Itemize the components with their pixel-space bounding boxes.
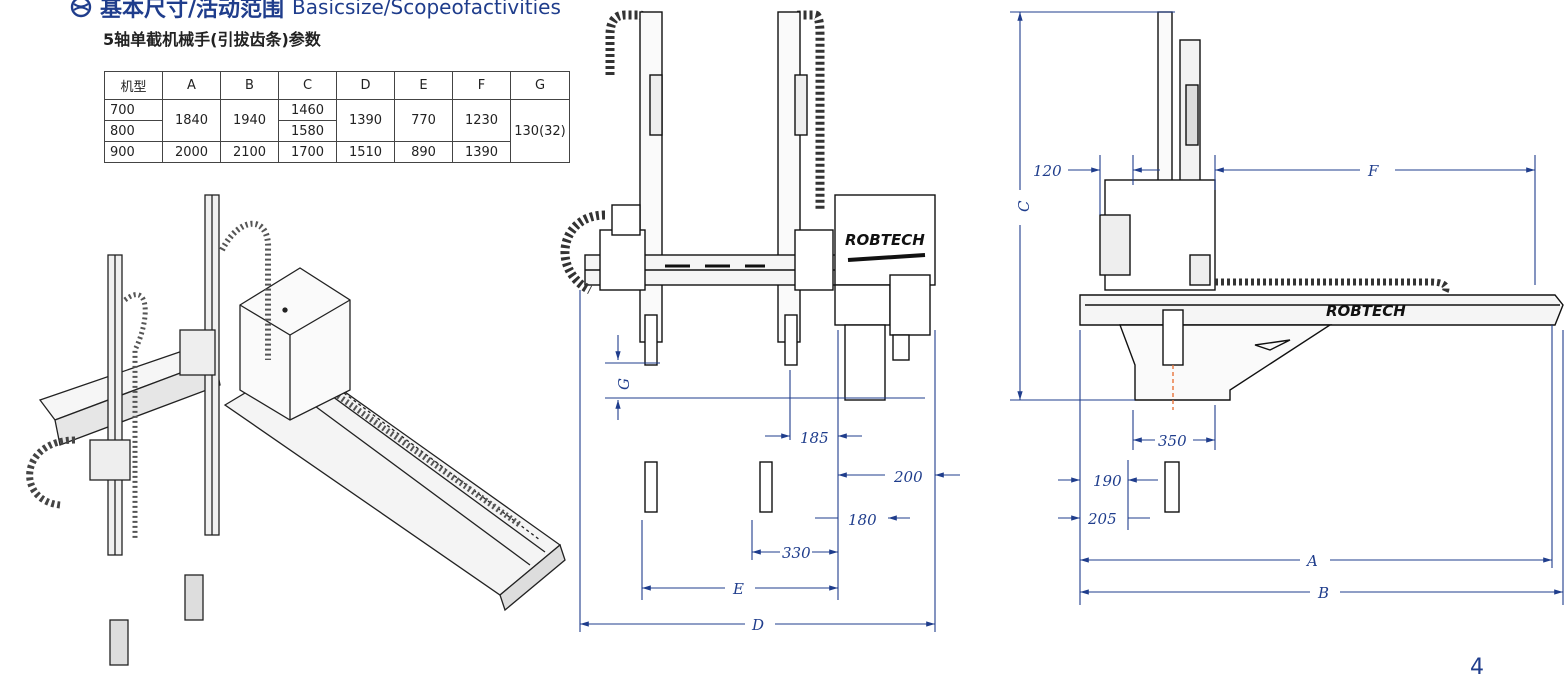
- table-row: 900 2000 2100 1700 1510 890 1390: [104, 141, 570, 163]
- column-header-b: B: [220, 71, 279, 100]
- dim-b-label: B: [1317, 584, 1329, 602]
- column-header-c: C: [278, 71, 337, 100]
- globe-icon: [70, 0, 92, 18]
- page-header: 基本尺寸/活动范围 Basicsize/Scopeofactivities 5轴…: [70, 0, 561, 50]
- cell-g: 130(32): [510, 99, 570, 163]
- subtitle: 5轴单截机械手(引拔齿条)参数: [103, 30, 321, 49]
- dim-190-label: 190: [1093, 472, 1122, 490]
- front-view-dimensions: [579, 290, 960, 632]
- table-row: 800 1580: [104, 120, 570, 142]
- side-view-drawing: [1079, 11, 1564, 513]
- cell-a: 2000: [162, 141, 221, 163]
- title-row: 基本尺寸/活动范围 Basicsize/Scopeofactivities: [70, 0, 561, 22]
- page-number: 4: [1470, 655, 1484, 680]
- dim-185-label: 185: [800, 429, 829, 447]
- dim-200-label: 200: [893, 468, 923, 486]
- dim-d-label: D: [751, 616, 764, 634]
- cell-f: 1390: [452, 141, 511, 163]
- dim-g-label: G: [615, 378, 633, 390]
- cell-d: 1510: [336, 141, 395, 163]
- cell-model: 900: [104, 141, 163, 163]
- title-english: Basicsize/Scopeofactivities: [292, 0, 561, 19]
- spec-table: 机型 A B C D E F G 700 1840 1940 1460 1390…: [104, 71, 570, 163]
- title-chinese: 基本尺寸/活动范围: [100, 0, 285, 22]
- side-brand-label: ROBTECH: [1326, 302, 1406, 320]
- cell-e: 890: [394, 141, 453, 163]
- front-view-drawing: [560, 10, 936, 513]
- cell-a: 1840: [162, 99, 221, 142]
- dim-350-label: 350: [1158, 432, 1187, 450]
- dim-120-label: 120: [1033, 162, 1062, 180]
- table-header-row: 机型 A B C D E F G: [104, 71, 570, 100]
- dim-330-label: 330: [782, 544, 811, 562]
- table-row: 700 1840 1940 1460 1390 770 1230 130(32): [104, 99, 570, 163]
- dim-f-label: F: [1367, 162, 1379, 180]
- cell-b: 1940: [220, 99, 279, 142]
- isometric-robot-drawing: [26, 194, 566, 666]
- side-view-dimensions: [1010, 11, 1564, 605]
- cell-c: 1700: [278, 141, 337, 163]
- dim-205-label: 205: [1087, 510, 1117, 528]
- column-header-g: G: [510, 71, 570, 100]
- cell-d: 1390: [336, 99, 395, 142]
- column-header-model: 机型: [104, 71, 163, 100]
- cell-b: 2100: [220, 141, 279, 163]
- dim-a-label: A: [1305, 552, 1318, 570]
- dim-c-label: C: [1015, 200, 1033, 212]
- cell-f: 1230: [452, 99, 511, 142]
- dim-180-label: 180: [848, 511, 877, 529]
- front-brand-label: ROBTECH: [845, 231, 925, 249]
- dim-e-label: E: [732, 580, 744, 598]
